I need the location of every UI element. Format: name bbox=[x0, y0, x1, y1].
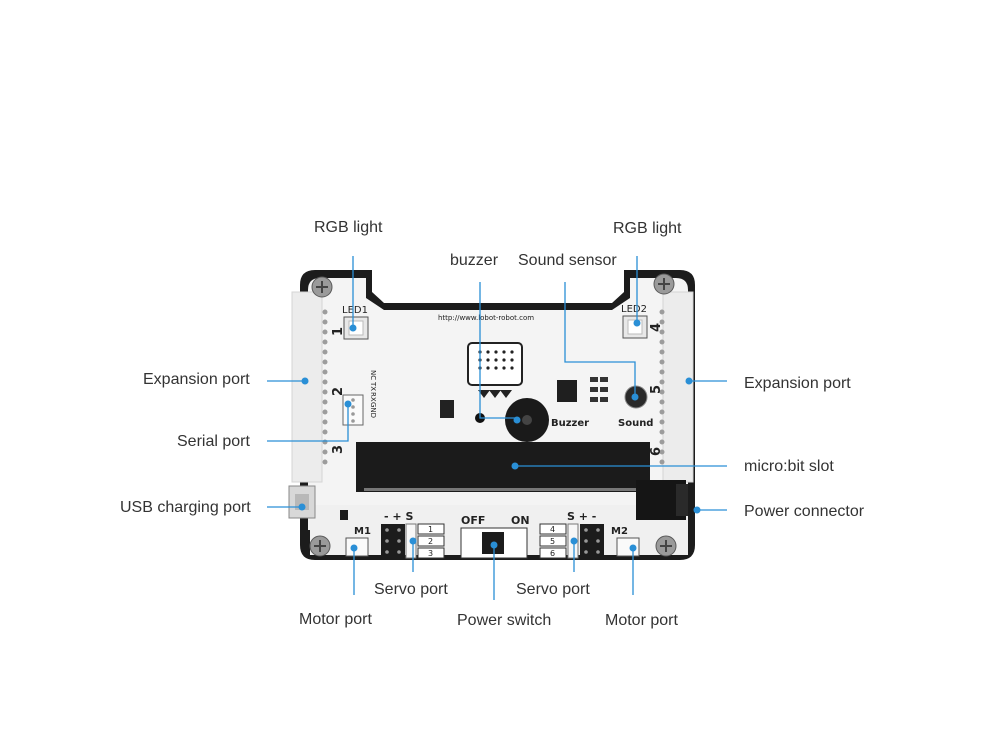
buzzer-silk-text: Buzzer bbox=[551, 418, 589, 429]
serial-pin-labels: NC TX RX GND bbox=[369, 370, 377, 418]
leader-lines bbox=[267, 256, 727, 600]
port-number-2: 2 bbox=[331, 387, 346, 396]
slot-pins bbox=[364, 488, 642, 491]
label-expansion-port-right: Expansion port bbox=[744, 375, 851, 392]
screw-bottom-left bbox=[309, 535, 331, 557]
charge-led bbox=[340, 510, 348, 520]
label-rgb-light-right: RGB light bbox=[613, 220, 682, 237]
label-motor-port-right: Motor port bbox=[605, 612, 678, 629]
m1-text: M1 bbox=[354, 526, 371, 537]
label-microbit-slot: micro:bit slot bbox=[744, 458, 834, 475]
servo-num-3: 3 bbox=[428, 549, 433, 558]
servo-nums-left: 1 2 3 bbox=[417, 523, 445, 559]
serial-pin-rx: RX bbox=[369, 392, 377, 402]
serial-pin-gnd: GND bbox=[369, 402, 377, 418]
sound-silk-text: Sound bbox=[618, 418, 653, 429]
resistor-array bbox=[590, 377, 608, 402]
serial-pin-tx: TX bbox=[369, 381, 377, 391]
label-sound-sensor: Sound sensor bbox=[518, 252, 617, 269]
port-number-5: 5 bbox=[649, 385, 664, 394]
servo-num-4: 4 bbox=[550, 525, 555, 534]
smd-component bbox=[440, 400, 454, 418]
label-rgb-light-left: RGB light bbox=[314, 219, 383, 236]
screw-bottom-right bbox=[655, 535, 677, 557]
left-rail bbox=[291, 291, 323, 483]
label-serial-port: Serial port bbox=[177, 433, 250, 450]
screw-top-right bbox=[653, 273, 675, 295]
led1-text: LED1 bbox=[342, 305, 368, 316]
led2-text: LED2 bbox=[621, 304, 647, 315]
label-expansion-port-left: Expansion port bbox=[143, 371, 250, 388]
port-number-3: 3 bbox=[331, 445, 346, 454]
microbit-slot bbox=[356, 442, 650, 492]
port-number-6: 6 bbox=[649, 447, 664, 456]
servo-block-right bbox=[580, 524, 604, 558]
on-text: ON bbox=[511, 514, 530, 527]
label-power-switch: Power switch bbox=[457, 612, 552, 629]
servo-num-2: 2 bbox=[428, 537, 433, 546]
label-servo-port-right: Servo port bbox=[516, 581, 590, 598]
url-text: http://www.lobot-robot.com bbox=[438, 314, 534, 322]
right-pin-holes bbox=[659, 309, 665, 465]
servo-nums-right: 4 5 6 bbox=[539, 523, 567, 559]
servo-num-6: 6 bbox=[550, 549, 555, 558]
label-usb-charging-port: USB charging port bbox=[120, 499, 251, 516]
label-power-connector: Power connector bbox=[744, 503, 865, 520]
label-motor-port-left: Motor port bbox=[299, 611, 372, 628]
servo-header-left: - + S bbox=[384, 510, 413, 523]
servo-header-right: S + - bbox=[567, 510, 596, 523]
left-pin-holes bbox=[322, 309, 328, 465]
screw-top-left bbox=[311, 276, 333, 298]
port-number-4: 4 bbox=[649, 323, 664, 332]
serial-pin-nc: NC bbox=[369, 370, 377, 380]
port-number-1: 1 bbox=[331, 327, 346, 336]
right-rail bbox=[662, 291, 694, 483]
m2-text: M2 bbox=[611, 526, 628, 537]
servo-block-left bbox=[381, 524, 405, 558]
ic-chip bbox=[557, 380, 577, 402]
servo-num-5: 5 bbox=[550, 537, 555, 546]
label-servo-port-left: Servo port bbox=[374, 581, 448, 598]
label-buzzer: buzzer bbox=[450, 252, 499, 269]
off-text: OFF bbox=[461, 514, 485, 527]
servo-num-1: 1 bbox=[428, 525, 433, 534]
